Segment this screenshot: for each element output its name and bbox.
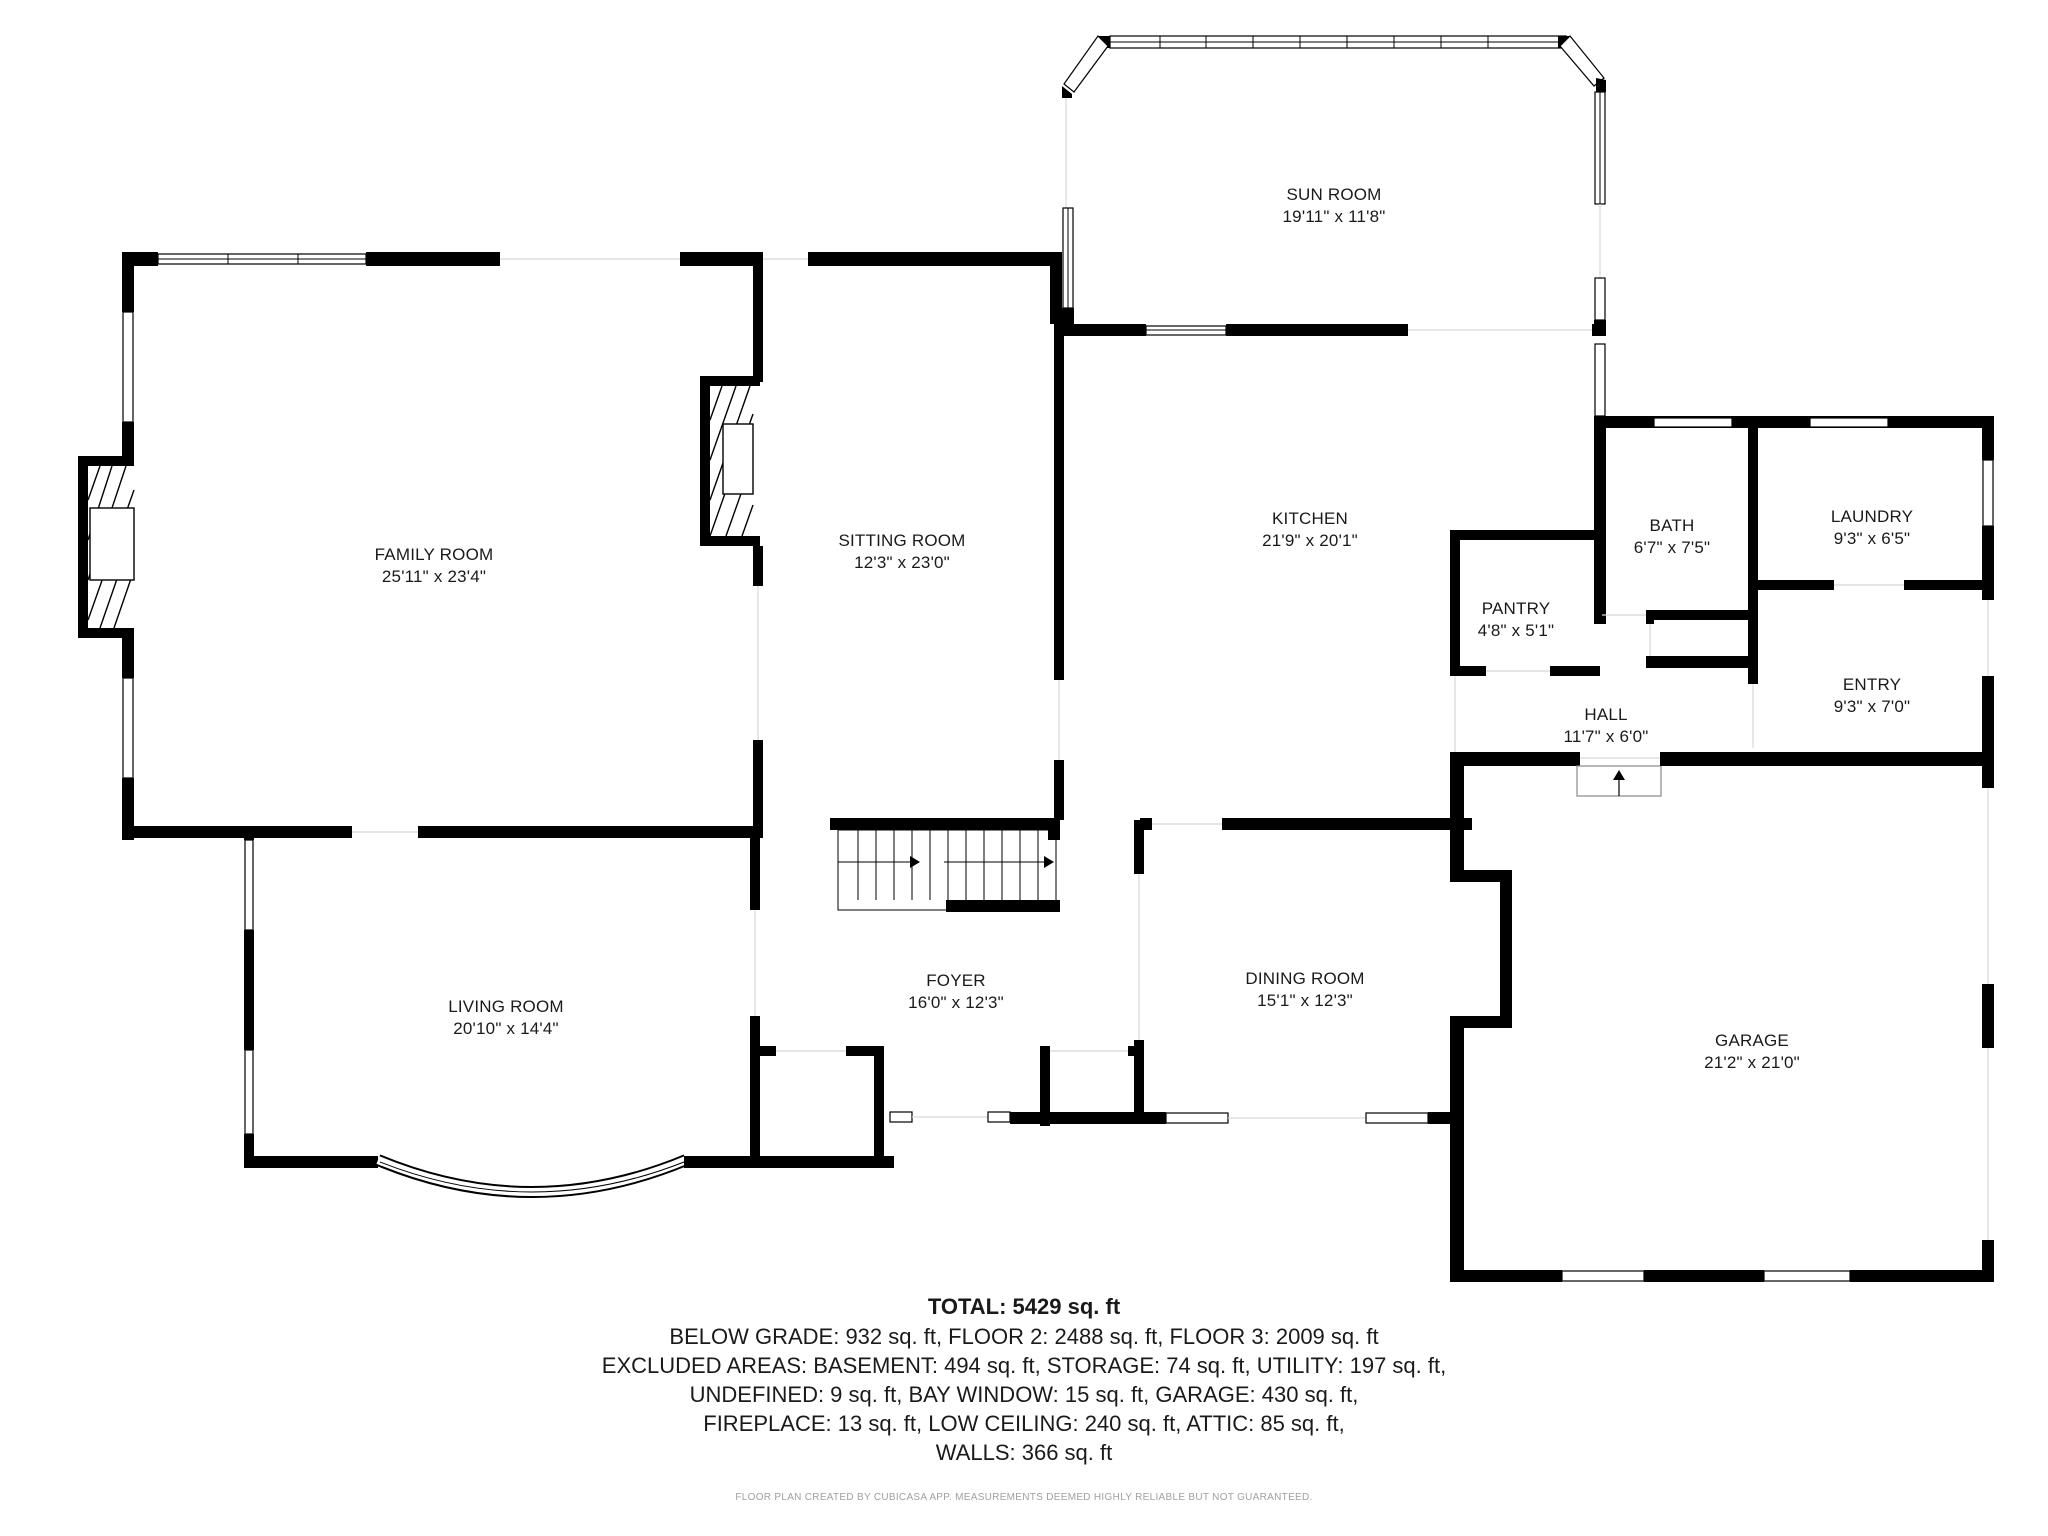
room-name: ENTRY bbox=[1842, 675, 1902, 694]
room-name: LAUNDRY bbox=[1830, 507, 1914, 526]
foyer-dining-walls bbox=[756, 766, 1512, 1168]
room-bath: BATH 6'7" x 7'5" bbox=[1634, 515, 1711, 559]
room-sitting-room: SITTING ROOM 12'3" x 23'0" bbox=[838, 530, 965, 574]
room-name: PANTRY bbox=[1481, 599, 1551, 618]
room-entry: ENTRY 9'3" x 7'0" bbox=[1834, 674, 1911, 718]
staircase bbox=[837, 826, 1060, 912]
room-dimensions: 11'7" x 6'0" bbox=[1563, 727, 1649, 746]
room-dimensions: 15'1" x 12'3" bbox=[1257, 991, 1353, 1010]
garage-walls bbox=[1450, 788, 1994, 1282]
family-room-walls bbox=[78, 252, 1062, 840]
room-dimensions: 6'7" x 7'5" bbox=[1633, 538, 1711, 557]
area-line-1: BELOW GRADE: 932 sq. ft, FLOOR 2: 2488 s… bbox=[669, 1324, 1379, 1349]
room-name: LIVING ROOM bbox=[448, 997, 564, 1016]
room-family-room: FAMILY ROOM 25'11" x 23'4" bbox=[375, 544, 494, 588]
room-dimensions: 16'0" x 12'3" bbox=[908, 993, 1004, 1012]
room-living-room: LIVING ROOM 20'10" x 14'4" bbox=[448, 996, 564, 1040]
area-summary: TOTAL: 5429 sq. ft BELOW GRADE: 932 sq. … bbox=[0, 1292, 2048, 1467]
sun-room-walls bbox=[1062, 35, 1606, 336]
room-dimensions: 20'10" x 14'4" bbox=[453, 1019, 559, 1038]
total-area: TOTAL: 5429 sq. ft bbox=[927, 1294, 1121, 1319]
room-name: FOYER bbox=[926, 971, 986, 990]
room-dimensions: 25'11" x 23'4" bbox=[381, 567, 487, 586]
room-dimensions: 9'3" x 7'0" bbox=[1833, 697, 1911, 716]
area-line-5: WALLS: 366 sq. ft bbox=[935, 1440, 1113, 1465]
room-kitchen: KITCHEN 21'9" x 20'1" bbox=[1262, 508, 1358, 552]
area-line-3: UNDEFINED: 9 sq. ft, BAY WINDOW: 15 sq. … bbox=[689, 1382, 1359, 1407]
room-garage: GARAGE 21'2" x 21'0" bbox=[1704, 1030, 1800, 1074]
disclaimer-footer: FLOOR PLAN CREATED BY CUBICASA APP. MEAS… bbox=[735, 1492, 1313, 1503]
right-wing-walls bbox=[1450, 320, 1994, 797]
room-name: KITCHEN bbox=[1271, 509, 1349, 528]
area-line-2: EXCLUDED AREAS: BASEMENT: 494 sq. ft, ST… bbox=[601, 1353, 1447, 1378]
room-name: BATH bbox=[1649, 516, 1695, 535]
room-dining-room: DINING ROOM 15'1" x 12'3" bbox=[1245, 968, 1364, 1012]
room-dimensions: 19'11" x 11'8" bbox=[1282, 207, 1386, 226]
fireplace-right bbox=[709, 385, 754, 537]
room-name: DINING ROOM bbox=[1245, 969, 1365, 988]
living-room-walls bbox=[244, 826, 894, 1198]
room-pantry: PANTRY 4'8" x 5'1" bbox=[1478, 598, 1555, 642]
sitting-kitchen-walls bbox=[830, 252, 1472, 912]
area-line-4: FIREPLACE: 13 sq. ft, LOW CEILING: 240 s… bbox=[703, 1411, 1345, 1436]
room-name: HALL bbox=[1584, 705, 1628, 724]
room-name: SITTING ROOM bbox=[838, 531, 966, 550]
room-dimensions: 9'3" x 6'5" bbox=[1833, 529, 1911, 548]
room-dimensions: 21'2" x 21'0" bbox=[1704, 1053, 1800, 1072]
room-name: SUN ROOM bbox=[1286, 185, 1382, 204]
room-foyer: FOYER 16'0" x 12'3" bbox=[908, 970, 1004, 1014]
room-sun-room: SUN ROOM 19'11" x 11'8" bbox=[1283, 184, 1386, 228]
room-dimensions: 12'3" x 23'0" bbox=[854, 553, 950, 572]
room-dimensions: 4'8" x 5'1" bbox=[1477, 621, 1555, 640]
room-laundry: LAUNDRY 9'3" x 6'5" bbox=[1831, 506, 1913, 550]
room-hall: HALL 11'7" x 6'0" bbox=[1564, 704, 1649, 748]
room-name: FAMILY ROOM bbox=[374, 545, 494, 564]
fireplace-left bbox=[87, 465, 135, 629]
room-dimensions: 21'9" x 20'1" bbox=[1262, 531, 1358, 550]
room-name: GARAGE bbox=[1715, 1031, 1789, 1050]
